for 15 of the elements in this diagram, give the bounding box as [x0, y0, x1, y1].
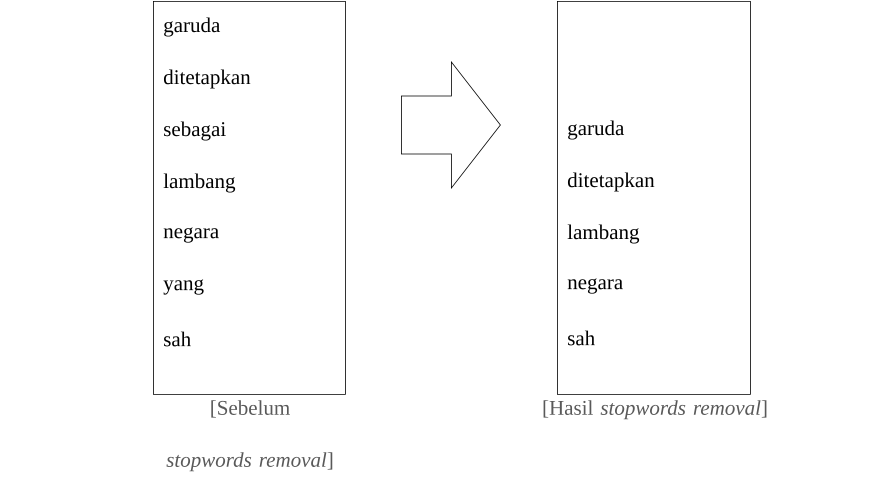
word: negara [164, 227, 219, 243]
node-label: [Hasil stopwords removal] [544, 400, 766, 420]
node-label: [Sebelum stopwords removal] [166, 400, 332, 472]
word: negara [568, 278, 623, 294]
word: garuda [164, 17, 220, 37]
word: sebagai [164, 121, 226, 141]
word: ditetapkan [164, 69, 250, 89]
word: sah [568, 330, 595, 346]
word: sah [164, 332, 191, 346]
word: garuda [568, 120, 624, 140]
word: lambang [164, 173, 236, 193]
word: lambang [568, 224, 640, 244]
block-arrow [401, 60, 501, 190]
word: ditetapkan [568, 172, 654, 192]
word: yang [163, 279, 204, 295]
